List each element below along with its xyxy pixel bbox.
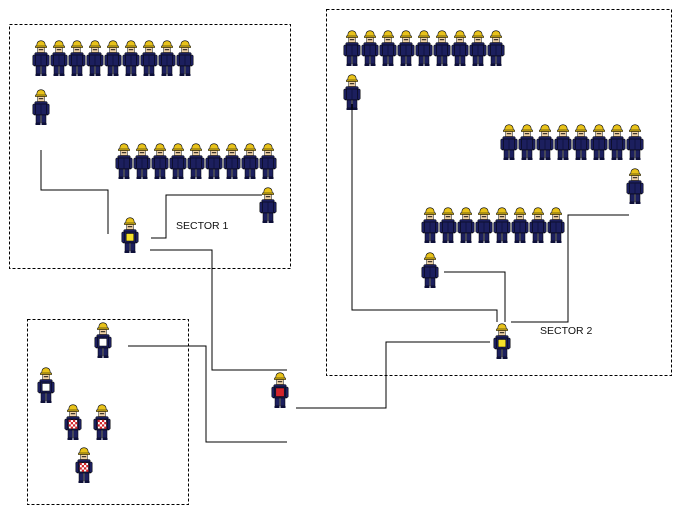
safety-officer-icon bbox=[65, 405, 81, 440]
firefighter-icon bbox=[518, 124, 536, 161]
firefighter-icon bbox=[259, 187, 277, 224]
firefighter-icon bbox=[361, 30, 379, 67]
connector-sector-1-command bbox=[150, 249, 287, 371]
sector-1-crew-b bbox=[115, 143, 277, 224]
firefighter-icon bbox=[86, 40, 104, 77]
firefighter-icon bbox=[379, 30, 397, 67]
firefighter-icon bbox=[475, 207, 493, 244]
firefighter-icon bbox=[140, 40, 158, 77]
firefighter-icon bbox=[32, 40, 50, 77]
firefighter-icon bbox=[50, 40, 68, 77]
firefighter-icon bbox=[487, 30, 505, 67]
firefighter-icon bbox=[415, 30, 433, 67]
connector-crew-2b bbox=[444, 271, 506, 322]
firefighter-icon bbox=[122, 40, 140, 77]
firefighter-icon bbox=[259, 143, 277, 180]
connector-lines bbox=[40, 104, 629, 443]
firefighter-icon bbox=[457, 207, 475, 244]
firefighter-icon bbox=[511, 207, 529, 244]
incident-commander-icon bbox=[272, 373, 288, 408]
staff-aide-icon bbox=[38, 368, 54, 403]
connector-crew-1b bbox=[151, 194, 262, 239]
sector-2-boundary bbox=[326, 9, 672, 376]
firefighter-icon bbox=[547, 207, 565, 244]
firefighter-icon bbox=[421, 207, 439, 244]
command-staff-group bbox=[38, 323, 111, 483]
firefighter-icon bbox=[343, 30, 361, 67]
sector-2-label: SECTOR 2 bbox=[540, 325, 592, 337]
firefighter-icon bbox=[223, 143, 241, 180]
connector-crew-1a bbox=[40, 150, 109, 234]
connector-command-sector-2 bbox=[296, 341, 490, 409]
sector-1-crew-a bbox=[32, 40, 194, 126]
firefighter-icon bbox=[158, 40, 176, 77]
firefighter-icon bbox=[433, 30, 451, 67]
firefighter-icon bbox=[115, 143, 133, 180]
firefighter-icon bbox=[205, 143, 223, 180]
safety-officer-icon bbox=[76, 448, 92, 483]
firefighter-icon bbox=[397, 30, 415, 67]
command-staff-boundary bbox=[27, 319, 189, 505]
firefighter-icon bbox=[608, 124, 626, 161]
sector-officer-icon bbox=[494, 324, 510, 359]
firefighter-icon bbox=[529, 207, 547, 244]
firefighter-icon bbox=[421, 252, 439, 289]
firefighter-icon bbox=[439, 207, 457, 244]
connector-aide-command bbox=[128, 345, 287, 443]
firefighter-icon bbox=[32, 89, 50, 126]
firefighter-icon bbox=[626, 124, 644, 161]
firefighter-icon bbox=[536, 124, 554, 161]
sector-1-label: SECTOR 1 bbox=[176, 220, 228, 232]
firefighter-icon bbox=[626, 168, 644, 205]
sector-officer-icon bbox=[122, 218, 138, 253]
firefighter-icon bbox=[493, 207, 511, 244]
firefighter-icon bbox=[104, 40, 122, 77]
firefighter-icon bbox=[500, 124, 518, 161]
firefighter-icon bbox=[590, 124, 608, 161]
connector-crew-2c bbox=[511, 214, 629, 323]
sector-2-crew-b bbox=[500, 124, 644, 205]
staff-aide-icon bbox=[95, 323, 111, 358]
firefighter-icon bbox=[151, 143, 169, 180]
firefighter-icon bbox=[68, 40, 86, 77]
firefighter-icon bbox=[554, 124, 572, 161]
firefighter-icon bbox=[176, 40, 194, 77]
firefighter-icon bbox=[451, 30, 469, 67]
firefighter-icon bbox=[572, 124, 590, 161]
sector-2-crew-a bbox=[343, 30, 505, 111]
firefighter-icon bbox=[133, 143, 151, 180]
firefighter-icon bbox=[187, 143, 205, 180]
firefighter-icon bbox=[169, 143, 187, 180]
sector-1-boundary bbox=[9, 24, 291, 269]
firefighter-icon bbox=[469, 30, 487, 67]
firefighter-icon bbox=[241, 143, 259, 180]
safety-officer-icon bbox=[94, 405, 110, 440]
connector-crew-2a bbox=[351, 104, 498, 322]
sector-2-crew-c bbox=[421, 207, 565, 289]
